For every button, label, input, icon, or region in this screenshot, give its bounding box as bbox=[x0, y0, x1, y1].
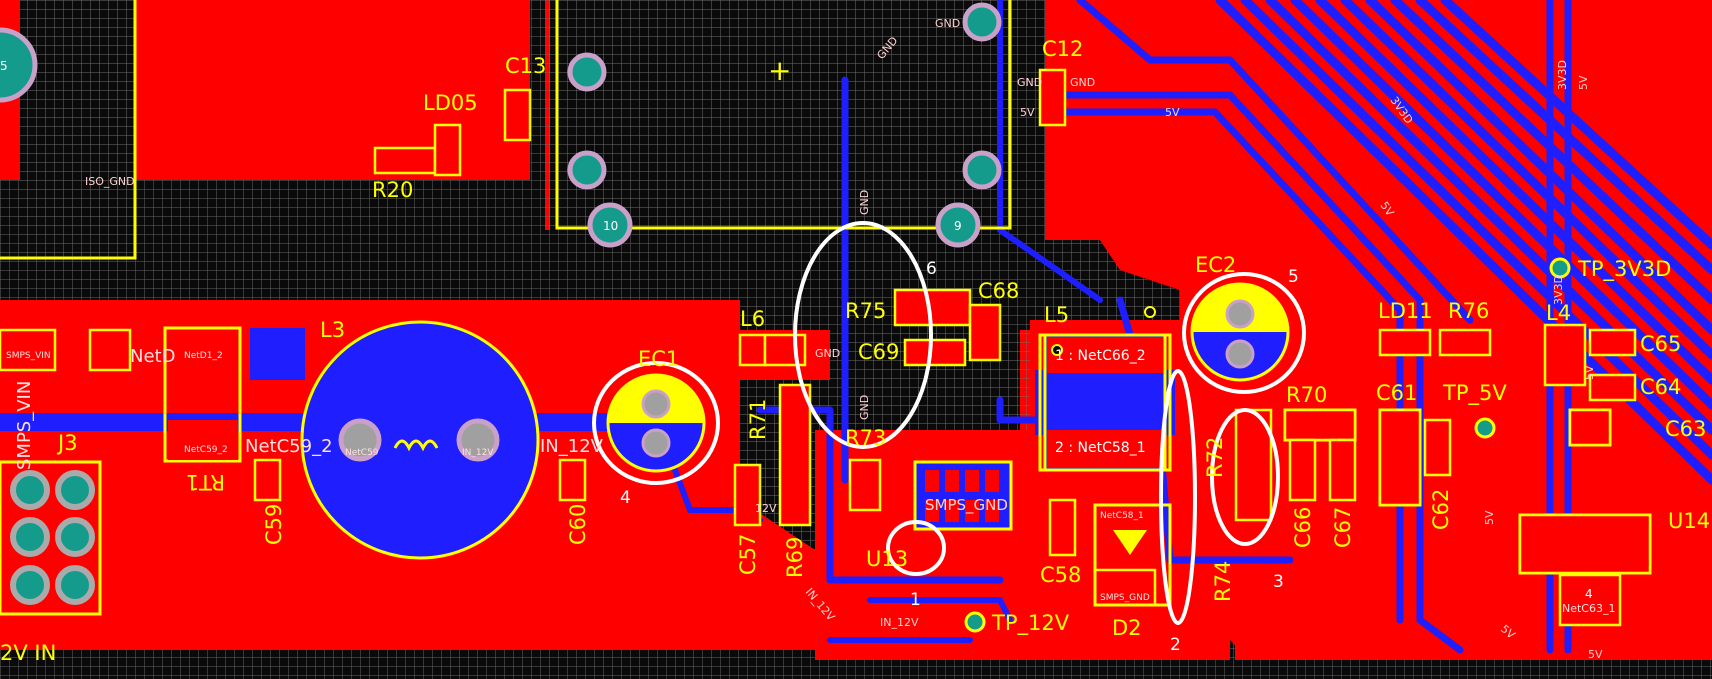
label-r72: R72 bbox=[1203, 437, 1227, 478]
pad-net-c59: NetC59 bbox=[345, 448, 379, 458]
net-smps-gnd: SMPS_GND bbox=[925, 496, 1008, 515]
label-c62: C62 bbox=[1429, 489, 1453, 530]
pad-net-d1-2: NetD1_2 bbox=[184, 351, 223, 361]
annotation-3: 3 bbox=[1273, 572, 1284, 592]
grid-islands bbox=[20, 0, 1435, 660]
label-c67: C67 bbox=[1331, 507, 1355, 548]
label-r70: R70 bbox=[1286, 383, 1327, 407]
label-c57: C57 bbox=[736, 534, 760, 575]
net-5v-6: 5V bbox=[1483, 510, 1496, 525]
label-j3: J3 bbox=[56, 431, 78, 455]
net-in-12v-1: IN_12V bbox=[880, 616, 919, 629]
label-c59: C59 bbox=[262, 504, 286, 545]
net-in-12v-3: IN_12V bbox=[540, 436, 604, 457]
label-c13: C13 bbox=[505, 54, 546, 78]
l5-inductor bbox=[1043, 333, 1167, 472]
label-c61: C61 bbox=[1376, 381, 1417, 405]
net-c59-2: NetC59_2 bbox=[245, 436, 333, 457]
label-c63: C63 bbox=[1665, 417, 1706, 441]
label-l6: L6 bbox=[740, 307, 765, 331]
label-r69: R69 bbox=[783, 537, 807, 578]
pad-smps-gnd-d2: SMPS_GND bbox=[1100, 593, 1150, 603]
net-gnd-6: GND bbox=[815, 347, 840, 360]
d2-diode bbox=[1093, 503, 1172, 607]
annotation-2: 2 bbox=[1170, 635, 1181, 655]
label-r20: R20 bbox=[372, 178, 413, 202]
net-gnd-3: GND bbox=[1017, 76, 1042, 89]
pad-number-9: 9 bbox=[954, 219, 962, 233]
label-c12: C12 bbox=[1042, 37, 1083, 61]
label-c58: C58 bbox=[1040, 563, 1081, 587]
l3-coil-icon bbox=[393, 439, 439, 452]
net-netd: NetD bbox=[130, 346, 175, 367]
net-gnd-5: GND bbox=[858, 190, 871, 215]
label-ec1: EC1 bbox=[638, 347, 679, 371]
smd-parts bbox=[0, 68, 1652, 627]
label-ld05: LD05 bbox=[423, 91, 478, 115]
net-3v3d-3: 3V3D bbox=[1552, 275, 1565, 305]
net-gnd-7: GND bbox=[858, 395, 871, 420]
pad-net-c59-2: NetC59_2 bbox=[184, 445, 228, 455]
net-gnd-1: GND bbox=[935, 17, 960, 30]
pad-net-c63-1: NetC63_1 bbox=[1562, 602, 1616, 615]
label-c69: C69 bbox=[858, 340, 899, 364]
label-r73: R73 bbox=[845, 426, 886, 450]
net-5v-4: 5V bbox=[1577, 75, 1590, 90]
net-12v: 12V bbox=[755, 502, 777, 515]
label-l3: L3 bbox=[320, 318, 345, 342]
pad-number-u14: 4 bbox=[1585, 587, 1593, 601]
pad-in-12v: IN_12V bbox=[462, 448, 494, 458]
label-c64: C64 bbox=[1640, 375, 1681, 399]
label-tp-12v: TP_12V bbox=[991, 611, 1070, 636]
annotation-ellipses bbox=[592, 221, 1306, 625]
annotation-1: 1 bbox=[910, 590, 921, 610]
annotation-6: 6 bbox=[926, 259, 937, 279]
label-r74: R74 bbox=[1211, 561, 1235, 602]
net-5v-5: 5V bbox=[1583, 365, 1596, 380]
net-iso-gnd: ISO_GND bbox=[85, 175, 135, 188]
net-5v-2: 5V bbox=[1165, 106, 1180, 119]
label-tp-3v3d: TP_3V3D bbox=[1577, 257, 1671, 282]
ec1-capacitor bbox=[606, 373, 706, 473]
label-r76: R76 bbox=[1448, 299, 1489, 323]
net-5v-1: 5V bbox=[1020, 106, 1035, 119]
label-u14: U14 bbox=[1668, 509, 1710, 533]
label-r71: R71 bbox=[746, 399, 770, 440]
label-l4: L4 bbox=[1546, 301, 1571, 325]
label-c65: C65 bbox=[1640, 332, 1681, 356]
label-d2: D2 bbox=[1112, 616, 1142, 640]
label-r75: R75 bbox=[845, 299, 886, 323]
label-c66: C66 bbox=[1291, 507, 1315, 548]
pad-smps-vin: SMPS_VIN bbox=[6, 351, 51, 361]
pad-number-10: 10 bbox=[603, 219, 618, 233]
annotation-5: 5 bbox=[1288, 267, 1299, 287]
net-gnd-4: GND bbox=[1070, 76, 1095, 89]
net-5v-7: 5V bbox=[1588, 648, 1603, 661]
pad-net-c66-2: 1 : NetC66_2 bbox=[1055, 348, 1146, 364]
label-c60: C60 bbox=[566, 504, 590, 545]
pad-net-c58-1: 2 : NetC58_1 bbox=[1055, 440, 1146, 456]
label-connector-input: 2V IN bbox=[0, 641, 56, 665]
rt1-thermistor bbox=[168, 330, 238, 460]
label-u13: U13 bbox=[866, 547, 908, 571]
label-rt1: RT1 bbox=[186, 470, 225, 494]
through-hole-pads bbox=[0, 2, 1002, 605]
net-smps-vin: SMPS_VIN bbox=[14, 381, 35, 470]
label-c68: C68 bbox=[978, 279, 1019, 303]
net-3v3d-2: 3V3D bbox=[1556, 60, 1569, 90]
annotation-4: 4 bbox=[620, 488, 631, 508]
pad-number-5: 5 bbox=[0, 59, 8, 73]
origin-cross-icon: + bbox=[768, 54, 791, 87]
ec2-capacitor bbox=[1190, 282, 1290, 382]
label-ec2: EC2 bbox=[1195, 253, 1236, 277]
label-tp-5v: TP_5V bbox=[1442, 381, 1507, 406]
label-ld11: LD11 bbox=[1378, 299, 1433, 323]
test-point-markers bbox=[964, 257, 1571, 633]
label-l5: L5 bbox=[1044, 303, 1069, 327]
pad-net-c58-1-short: NetC58_1 bbox=[1100, 511, 1144, 521]
u13-chip bbox=[913, 460, 1013, 531]
